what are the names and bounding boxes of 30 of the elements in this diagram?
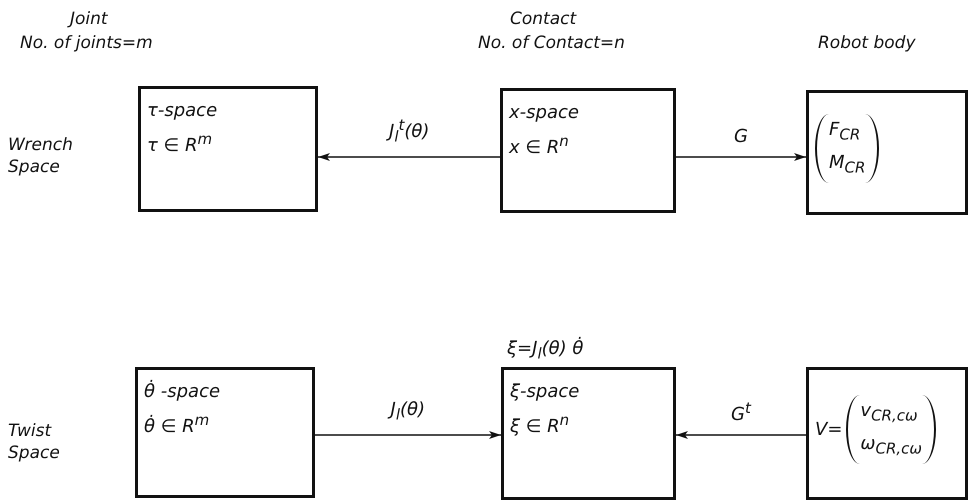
node-text: ξ ∈ R$^{n}$ <box>510 410 570 439</box>
node-text: v$_{CR,cω}$ <box>860 398 918 426</box>
node-text: V= <box>815 418 842 442</box>
arrow <box>676 431 806 439</box>
node-text: F$_{CR}$ <box>829 118 860 146</box>
axis-heading: Robot body <box>818 32 916 54</box>
node-text: τ-space <box>147 99 218 123</box>
process-box <box>501 367 676 500</box>
node-text: ω$_{CR,cω}$ <box>860 432 922 460</box>
process-box <box>138 86 318 212</box>
node-text: θ̇ ∈ R$^{m}$ <box>144 410 210 439</box>
node-text: θ̇ -space <box>144 378 220 404</box>
arrow <box>318 153 500 161</box>
process-box <box>806 90 968 215</box>
node-text: ξ-space <box>510 380 580 404</box>
axis-heading: No. of Contact=n <box>478 32 625 54</box>
node-caption: ξ=J$_{l}$(θ) θ̇ <box>507 337 584 365</box>
axis-heading: Wrench Space <box>8 134 74 178</box>
process-box <box>500 88 676 213</box>
node-text: x-space <box>509 101 579 125</box>
arrow <box>315 431 501 439</box>
arrow <box>676 153 806 161</box>
axis-heading: No. of joints=m <box>20 32 153 54</box>
process-box <box>806 367 968 500</box>
process-box <box>135 367 315 498</box>
axis-heading: Contact <box>510 8 576 30</box>
node-text: M$_{CR}$ <box>829 150 866 178</box>
node-text: x ∈ R$^{n}$ <box>509 131 569 160</box>
axis-heading: Twist Space <box>8 420 61 464</box>
node-text: τ ∈ R$^{m}$ <box>147 129 212 158</box>
